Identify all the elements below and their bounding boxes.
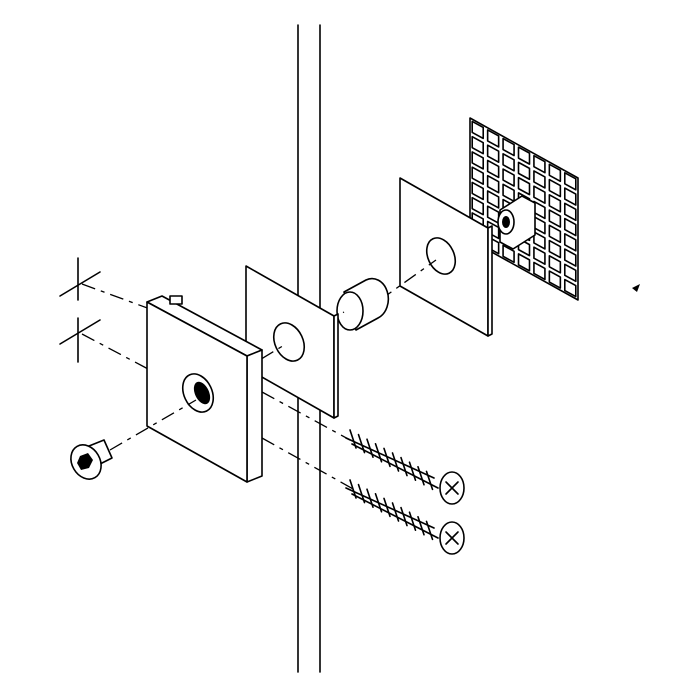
grid-cell: [563, 278, 577, 298]
grid-cell: [471, 196, 485, 216]
phillips-drive-icon: [445, 531, 459, 545]
grid-cell: [471, 181, 485, 201]
grid-cell: [502, 137, 515, 157]
grid-cell: [502, 153, 515, 172]
grid-cell: [563, 187, 577, 206]
grid-cell: [517, 253, 531, 272]
grid-cell: [548, 193, 562, 213]
wood-screw: [345, 479, 465, 555]
grid-cell: [486, 129, 500, 148]
grid-cell: [548, 163, 562, 183]
grid-cell: [502, 244, 515, 264]
mounting-plate: [379, 177, 493, 337]
grid-cell: [548, 239, 562, 259]
grid-cell: [533, 185, 546, 204]
grid-cell: [517, 161, 531, 181]
grid-cell: [471, 120, 485, 140]
grid-cell: [533, 261, 546, 281]
grid-cell: [533, 231, 546, 250]
grid-cell: [563, 202, 577, 222]
phillips-drive-icon: [445, 481, 459, 495]
grid-cell: [471, 151, 485, 170]
grid-cell: [533, 246, 546, 265]
grid-cell: [471, 135, 485, 155]
grid-cell: [548, 178, 562, 198]
threaded-insert: [497, 195, 536, 250]
cylindrical-spacer: [299, 277, 390, 339]
grid-cell: [533, 170, 546, 189]
grid-cell: [517, 176, 531, 196]
grid-cell: [486, 159, 500, 179]
grid-cell: [563, 217, 577, 237]
countersunk-hex-screw: [70, 439, 113, 480]
grid-cell: [563, 263, 577, 283]
grid-cell: [486, 174, 500, 194]
square-cover-plate: [209, 265, 339, 419]
grid-cell: [548, 224, 562, 244]
grid-cell: [548, 209, 562, 228]
square-base-plate: [109, 295, 263, 483]
grid-cell: [486, 144, 500, 164]
grid-cell: [548, 254, 562, 274]
grid-cell: [517, 146, 531, 165]
grid-cell: [471, 166, 485, 185]
grid-cell: [533, 154, 546, 174]
grid-cell: [502, 168, 515, 187]
grid-cell: [563, 233, 577, 252]
small-mark: [632, 284, 640, 292]
dimension-marks: [59, 257, 181, 371]
grid-cell: [563, 248, 577, 267]
grid-cell: [563, 172, 577, 191]
wood-screw: [345, 429, 465, 505]
grid-cell: [548, 270, 562, 289]
grid-cell: [486, 190, 500, 209]
